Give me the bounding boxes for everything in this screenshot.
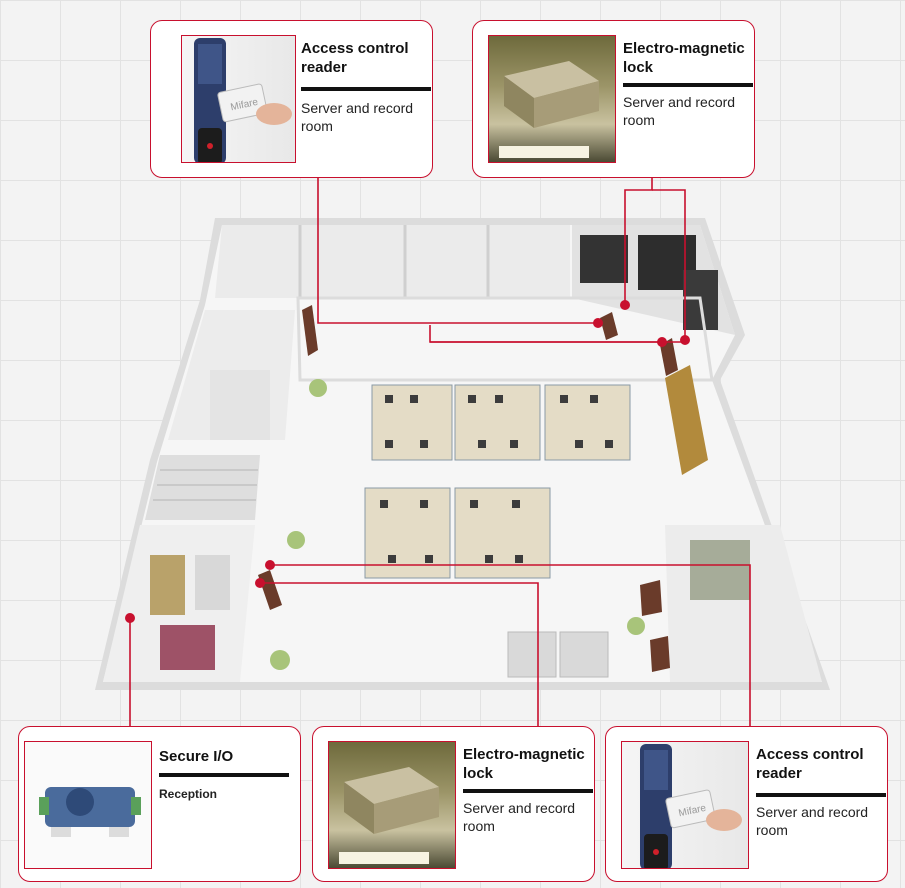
magnetic-lock-icon xyxy=(499,61,599,158)
title-rule xyxy=(623,83,753,87)
callout-description: Server and record room xyxy=(301,100,414,134)
card-reader-icon: Mifare xyxy=(640,744,742,868)
callout-title: Electro-magnetic lock xyxy=(623,40,745,76)
card-reader-photo: Mifare xyxy=(621,741,749,869)
callout-magnetic-lock-top: Electro-magnetic lock Server and record … xyxy=(472,20,755,178)
callout-title: Secure I/O xyxy=(159,748,234,765)
card-reader-icon: Mifare xyxy=(194,38,292,162)
magnetic-lock-photo xyxy=(488,35,616,163)
callout-access-reader-top: Mifare Access control reader Server and … xyxy=(150,20,433,178)
callout-access-reader-bottom: Mifare Access control reader Server and … xyxy=(605,726,888,882)
callout-title: Access control reader xyxy=(756,746,864,782)
callout-title: Access control reader xyxy=(301,40,409,76)
callout-magnetic-lock-bottom: Electro-magnetic lock Server and record … xyxy=(312,726,595,882)
connector-lines xyxy=(129,178,751,726)
callout-description: Server and record room xyxy=(463,800,576,834)
building xyxy=(95,218,830,690)
io-module-icon xyxy=(39,787,141,837)
callout-description: Reception xyxy=(159,787,218,801)
title-rule xyxy=(159,773,289,777)
card-reader-photo: Mifare xyxy=(181,35,296,163)
callout-title: Electro-magnetic lock xyxy=(463,746,585,782)
title-rule xyxy=(463,789,593,793)
connector-dots xyxy=(125,300,690,623)
magnetic-lock-icon xyxy=(339,767,439,864)
callout-secure-io: Secure I/O Reception xyxy=(18,726,301,882)
title-rule xyxy=(756,793,886,797)
magnetic-lock-photo xyxy=(328,741,456,869)
callout-description: Server and record room xyxy=(623,94,736,128)
io-module-photo xyxy=(24,741,152,869)
title-rule xyxy=(301,87,431,91)
callout-description: Server and record room xyxy=(756,804,869,838)
